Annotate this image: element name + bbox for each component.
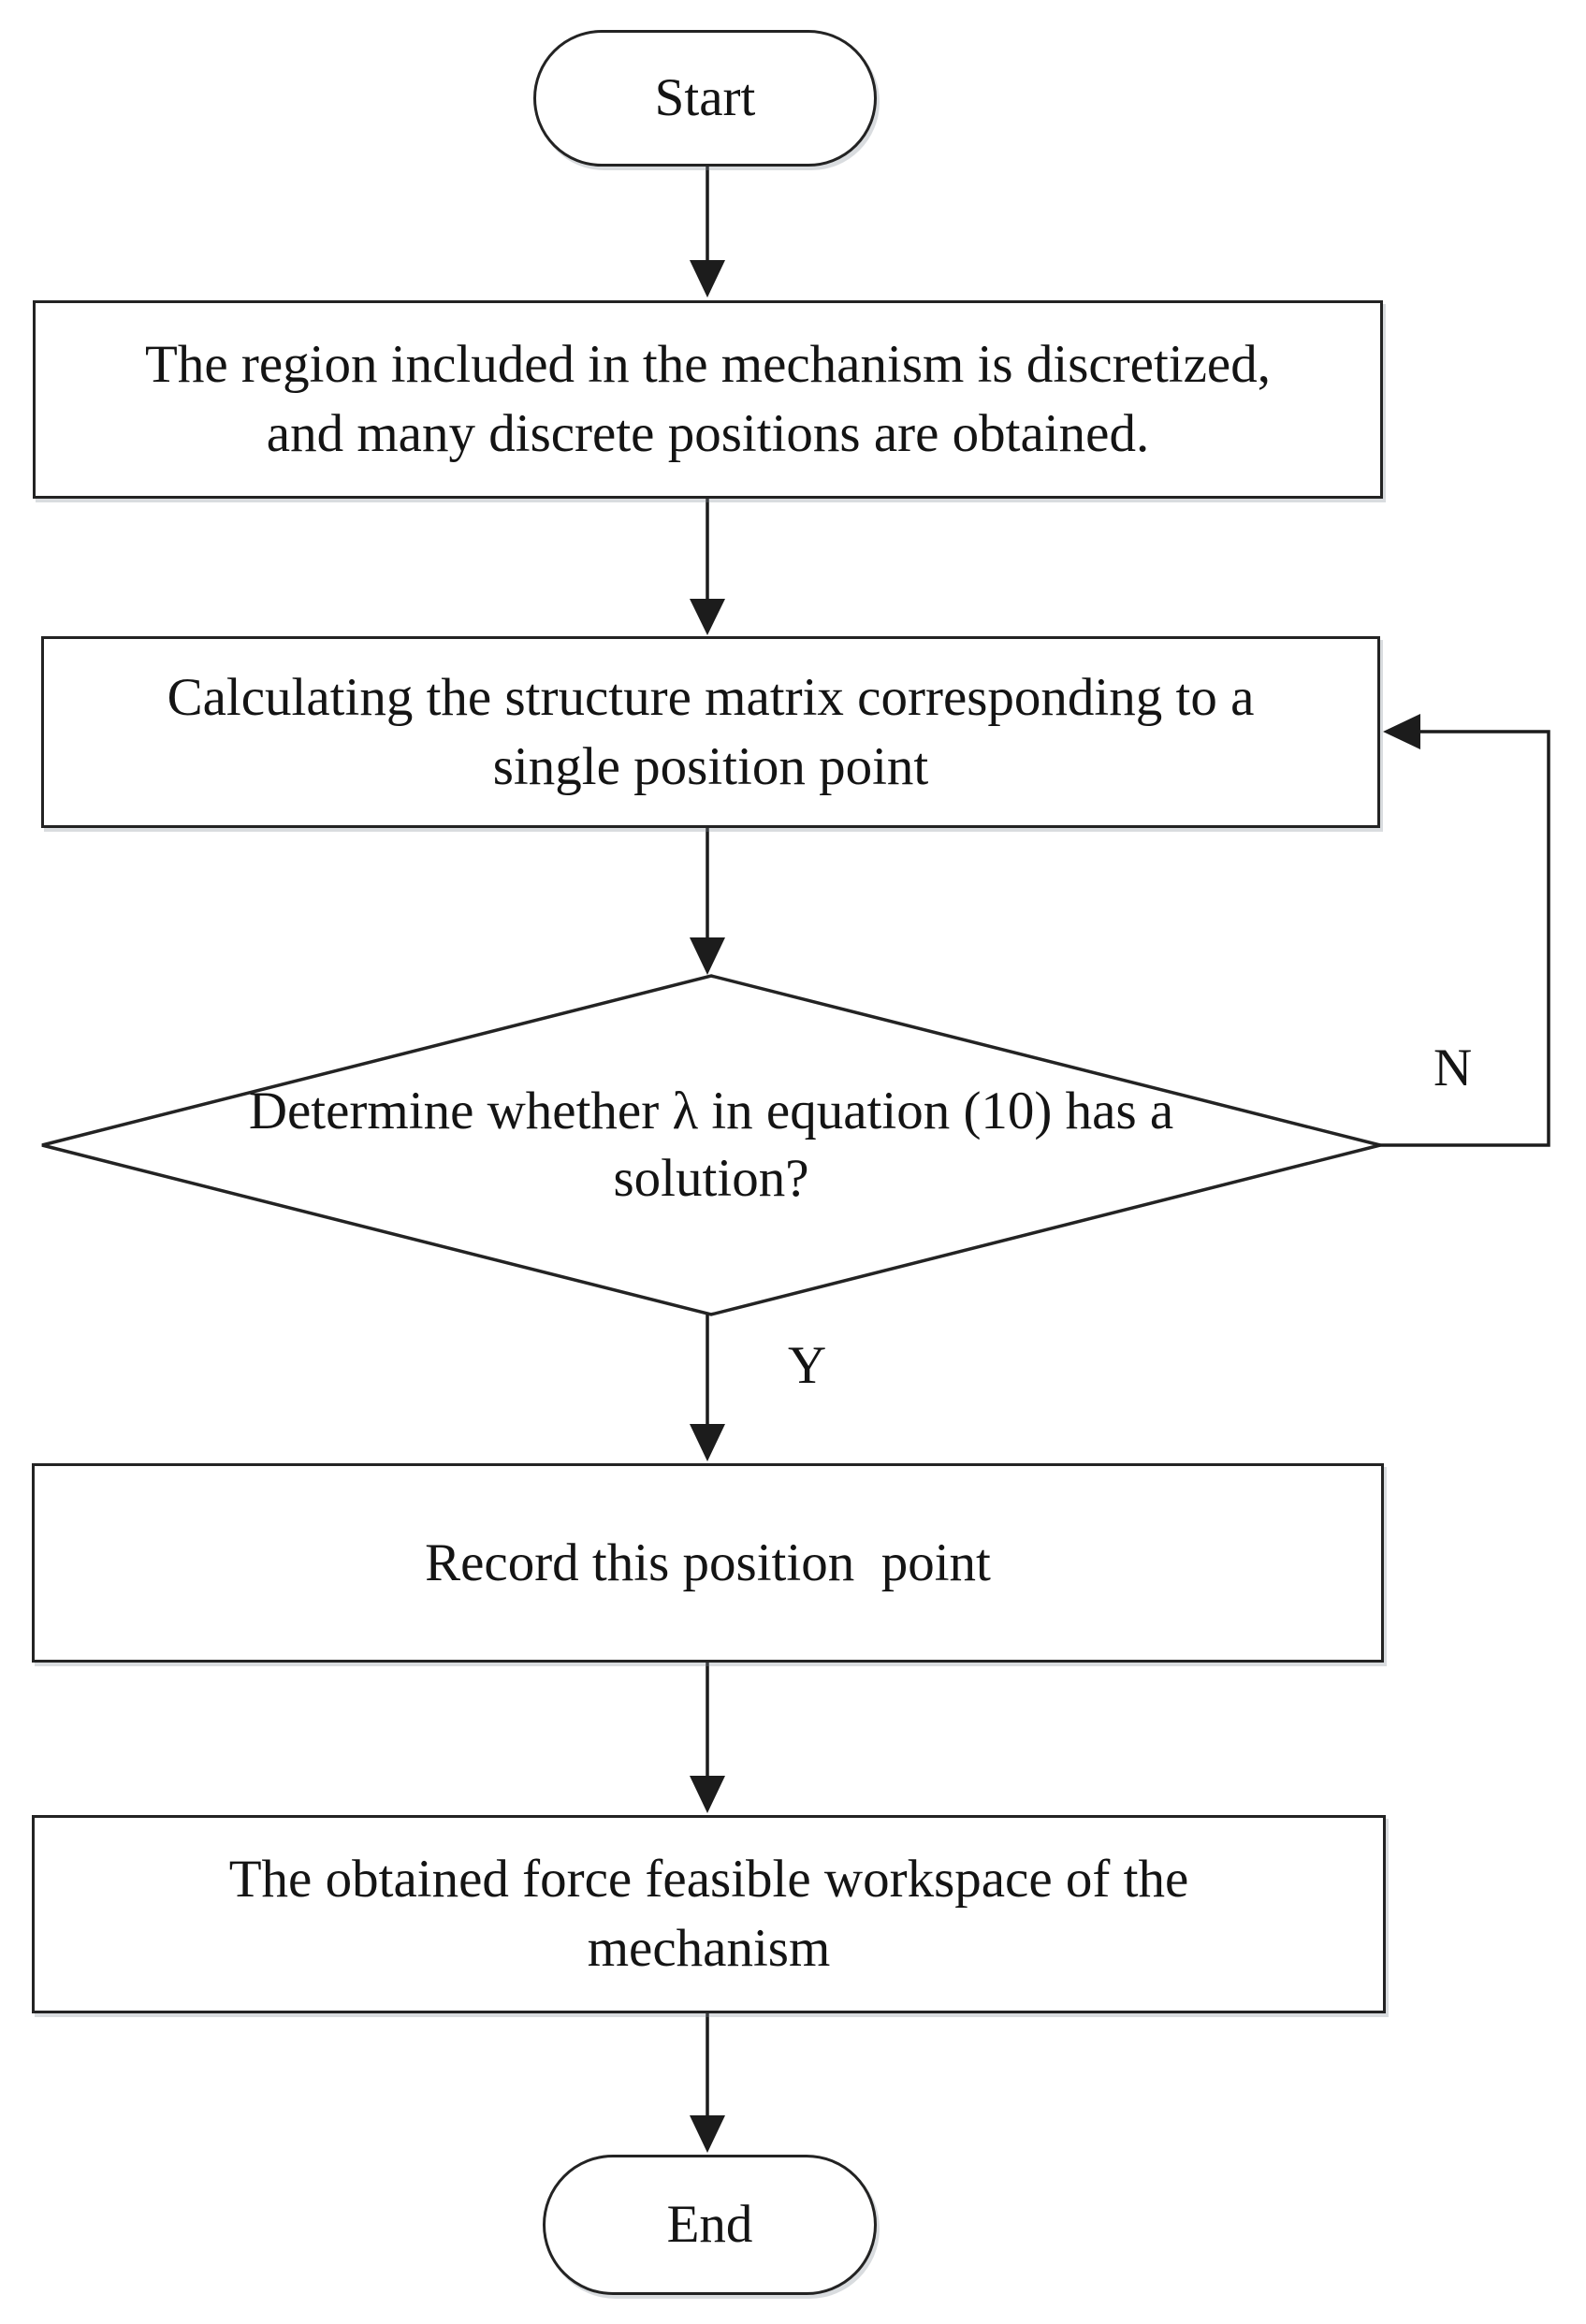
node-discretize: The region included in the mechanism is … [33,300,1383,499]
decision-diamond-shape [41,974,1381,1316]
node-start-label: Start [654,68,756,127]
edge-label-yes: Y [788,1336,827,1395]
arrowhead-record-to-workspace [690,1776,725,1813]
arrowhead-decision-to-calc-feedback [1383,714,1420,749]
node-record-label: Record this position point [425,1532,991,1592]
node-workspace-line-2: mechanism [587,1919,831,1978]
node-decision-line-2: solution? [613,1149,809,1208]
node-decision-line-1: Determine whether λ in equation (10) has… [248,1082,1174,1140]
node-workspace-result: The obtained force feasible workspace of… [32,1815,1386,2013]
arrowhead-discretize-to-calc [690,599,725,635]
arrowhead-calc-to-decision [690,937,725,975]
edge-label-no: N [1433,1039,1473,1097]
node-calc-line-2: single position point [492,736,929,796]
arrowhead-start-to-discretize [690,260,725,298]
node-calc-structure-matrix: Calculating the structure matrix corresp… [41,636,1380,828]
node-start: Start [533,30,877,167]
node-workspace-line-1: The obtained force feasible workspace of… [228,1850,1189,1909]
node-discretize-line-1: The region included in the mechanism is … [145,335,1271,394]
node-record-position: Record this position point [32,1463,1384,1663]
node-calc-line-1: Calculating the structure matrix corresp… [167,667,1255,727]
node-end: End [543,2155,877,2295]
arrowhead-workspace-to-end [690,2115,725,2153]
node-decision-label: Determine whether λ in equation (10) has… [126,1078,1296,1213]
arrowhead-decision-to-record [690,1424,725,1461]
node-discretize-line-2: and many discrete positions are obtained… [266,404,1150,463]
arrow-decision-to-calc-feedback [1375,730,1550,1147]
node-end-label: End [666,2195,753,2254]
